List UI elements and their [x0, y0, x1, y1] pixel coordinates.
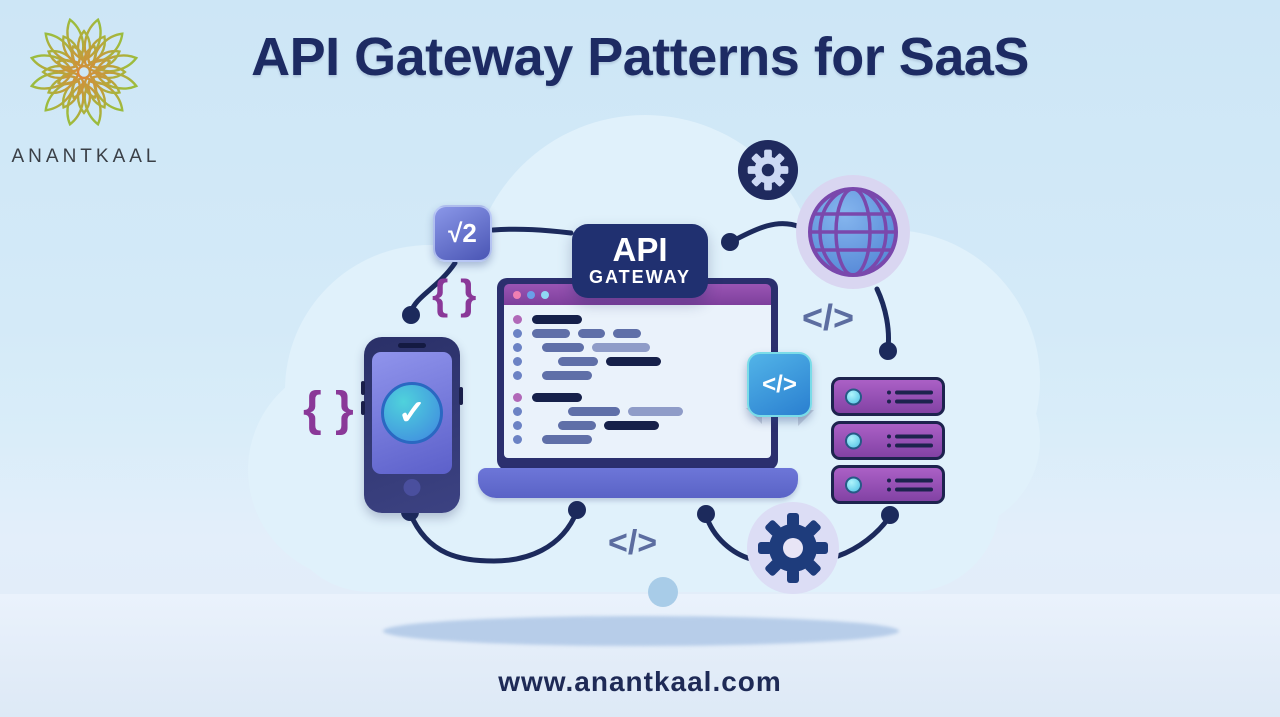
gear-icon — [737, 139, 799, 201]
code-line — [513, 420, 771, 430]
decorative-dot — [648, 577, 678, 607]
server-vent-row — [887, 487, 933, 491]
window-dot-icon — [527, 290, 535, 299]
anantkaal-logo-icon — [28, 16, 140, 128]
vent-bar — [895, 478, 933, 482]
vent-dot — [887, 487, 891, 491]
phone-side-button — [459, 387, 463, 405]
api-gateway-badge-subtitle: GATEWAY — [588, 267, 691, 288]
server-stack-icon — [831, 377, 945, 509]
sqrt-glyph: √2 — [448, 218, 477, 248]
code-bullet — [513, 420, 522, 430]
curly-braces-icon: { } — [432, 271, 477, 318]
laptop-base — [478, 468, 798, 498]
vent-bar — [895, 434, 933, 438]
code-bar — [532, 392, 582, 402]
window-dot-icon — [513, 290, 521, 299]
server-led-icon — [845, 388, 862, 405]
vent-bar — [895, 487, 933, 491]
code-bar — [578, 328, 605, 338]
server-vent-row — [887, 443, 933, 447]
phone-side-button — [361, 401, 365, 415]
check-badge-icon: ✓ — [381, 382, 443, 444]
server-unit — [831, 377, 945, 416]
code-line — [513, 314, 771, 324]
laptop-screen — [497, 278, 778, 470]
server-vent-row — [887, 478, 933, 482]
code-bar — [613, 328, 641, 338]
server-vent-row — [887, 390, 933, 394]
code-bullet — [513, 342, 522, 352]
code-bullet — [513, 434, 522, 444]
code-line — [513, 434, 771, 444]
server-led-icon — [845, 432, 862, 449]
code-bar — [628, 406, 683, 416]
sqrt-badge: √2 — [433, 205, 492, 262]
code-line — [513, 328, 771, 338]
code-bullet — [513, 356, 522, 366]
vent-dot — [887, 434, 891, 438]
code-bar — [542, 370, 592, 380]
phone-speaker — [398, 343, 426, 348]
code-bar — [604, 420, 659, 430]
vent-dot — [887, 478, 891, 482]
laptop-code-editor — [504, 305, 771, 458]
code-tag-icon: </> — [608, 524, 658, 562]
vent-dot — [887, 399, 891, 403]
page-title: API Gateway Patterns for SaaS — [251, 27, 1029, 87]
code-line — [513, 392, 771, 402]
server-unit — [831, 465, 945, 504]
brand-name: ANANTKAAL — [11, 146, 161, 167]
window-dot-icon — [541, 290, 549, 299]
vent-bar — [895, 390, 933, 394]
code-bullet — [513, 370, 522, 380]
code-gap — [513, 384, 771, 388]
vent-dot — [887, 443, 891, 447]
code-bar — [542, 342, 584, 352]
code-bullet — [513, 314, 522, 324]
code-bar — [558, 356, 598, 366]
code-bullet — [513, 392, 522, 402]
ground-shadow — [383, 616, 899, 646]
code-bar — [558, 420, 596, 430]
code-bar — [568, 406, 620, 416]
server-vents — [887, 434, 933, 447]
website-url: www.anantkaal.com — [498, 666, 782, 697]
code-line — [513, 356, 771, 366]
code-bullet — [513, 328, 522, 338]
server-led-icon — [845, 476, 862, 493]
vent-bar — [895, 443, 933, 447]
gear-icon — [747, 502, 839, 594]
vent-bar — [895, 399, 933, 403]
vent-dot — [887, 390, 891, 394]
code-tag-glyph: </> — [762, 370, 797, 398]
server-vents — [887, 478, 933, 491]
server-unit — [831, 421, 945, 460]
globe-icon — [796, 175, 910, 289]
code-tag-badge: </> — [747, 352, 812, 417]
floor-band — [0, 594, 1280, 717]
code-bar — [542, 434, 592, 444]
code-bar — [606, 356, 661, 366]
code-bullet — [513, 406, 522, 416]
curly-braces-icon: { } — [303, 383, 354, 436]
code-line — [513, 406, 771, 416]
code-bar — [532, 328, 570, 338]
code-bar — [592, 342, 650, 352]
smartphone-icon: ✓ — [361, 337, 463, 513]
code-tag-icon: </> — [802, 297, 855, 338]
phone-side-button — [361, 381, 365, 395]
api-gateway-badge-title: API — [612, 231, 668, 269]
code-line — [513, 370, 771, 380]
phone-screen: ✓ — [372, 343, 452, 496]
phone-home-button — [403, 479, 421, 496]
code-line — [513, 342, 771, 352]
server-vent-row — [887, 399, 933, 403]
server-vent-row — [887, 434, 933, 438]
server-vents — [887, 390, 933, 403]
code-bar — [532, 314, 582, 324]
api-gateway-badge: API GATEWAY — [572, 224, 708, 298]
check-glyph: ✓ — [397, 394, 427, 432]
